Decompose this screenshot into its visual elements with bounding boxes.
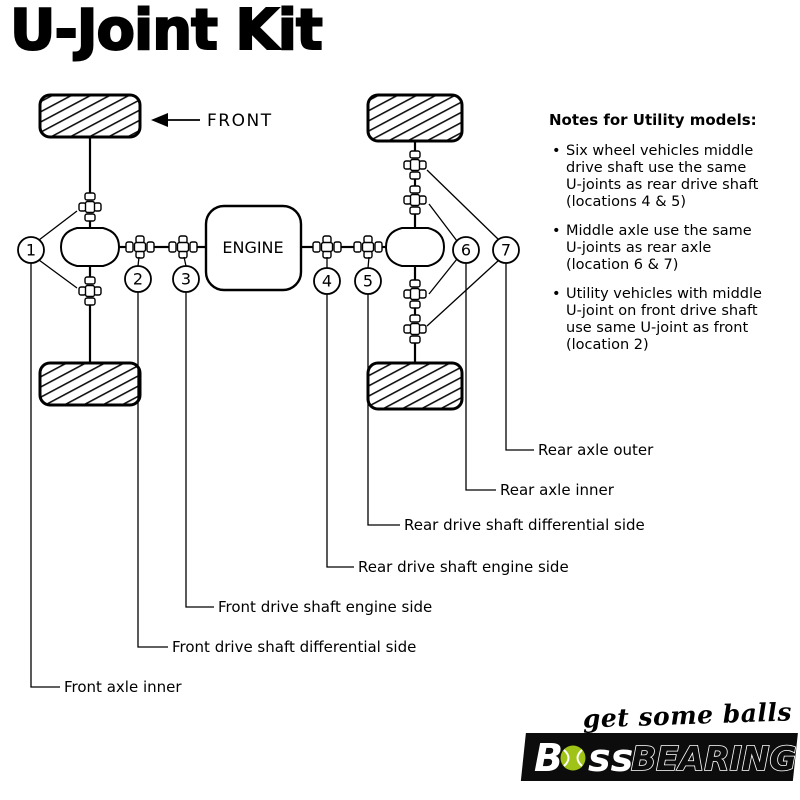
front-left-tire: [38, 93, 142, 139]
svg-text:1: 1: [26, 241, 36, 260]
callout-leader-lines: [30, 263, 534, 688]
engine-label: ENGINE: [222, 238, 283, 257]
rear-right-tire: [366, 361, 464, 411]
u-joint-front-axle-inner-top: [78, 192, 102, 222]
location-marker-5: 5: [354, 267, 382, 295]
front-arrow: [151, 113, 200, 127]
logo-tagline: get some balls: [582, 697, 793, 734]
u-joint-front-shaft-engine-side: [168, 235, 198, 259]
tennis-ball-icon: [560, 745, 586, 771]
bossbearing-logo: get some balls B ss BEARING: [518, 697, 800, 788]
logo-banner: B ss BEARING: [520, 733, 798, 781]
location-marker-4: 4: [313, 267, 341, 295]
location-marker-7: 7: [492, 236, 520, 264]
rear-left-tire: [366, 93, 464, 143]
front-arrowhead-icon: [151, 113, 168, 127]
location-marker-6: 6: [452, 236, 480, 264]
svg-text:5: 5: [363, 272, 373, 291]
logo-brand-b: B: [534, 736, 563, 780]
note-bullet-1: Six wheel vehicles middle drive shaft us…: [549, 143, 800, 211]
svg-text:4: 4: [322, 272, 332, 291]
callout-rear-axle-outer: Rear axle outer: [538, 441, 654, 459]
location-marker-3: 3: [172, 265, 200, 293]
callout-front-drive-shaft-differential-side: Front drive shaft differential side: [172, 638, 417, 656]
location-marker-2: 2: [124, 265, 152, 293]
logo-banner-background: [520, 733, 798, 781]
u-joint-rear-shaft-differential-side: [353, 235, 383, 259]
u-joint-rear-shaft-engine-side: [312, 235, 342, 259]
u-joint-rear-axle-inner-top: [403, 185, 427, 215]
front-label: FRONT: [207, 111, 273, 131]
u-joint-rear-axle-outer-top: [403, 150, 427, 180]
front-differential: [60, 227, 120, 267]
rear-differential: [385, 227, 445, 267]
shafts: [88, 137, 417, 363]
location-marker-1: 1: [17, 236, 45, 264]
callout-front-drive-shaft-engine-side: Front drive shaft engine side: [218, 598, 433, 616]
front-right-tire: [38, 361, 142, 407]
callout-front-axle-inner: Front axle inner: [64, 678, 182, 696]
engine-box: ENGINE: [204, 204, 303, 292]
svg-text:7: 7: [501, 241, 511, 260]
notes-panel: Notes for Utility models: Six wheel vehi…: [549, 112, 800, 366]
callout-rear-drive-shaft-differential-side: Rear drive shaft differential side: [404, 516, 645, 534]
note-bullet-2: Middle axle use the same U-joints as rea…: [549, 223, 800, 274]
svg-text:6: 6: [461, 241, 471, 260]
callout-rear-axle-inner: Rear axle inner: [500, 481, 614, 499]
u-joint-front-shaft-differential-side: [125, 235, 155, 259]
svg-text:3: 3: [181, 270, 191, 289]
callout-rear-drive-shaft-engine-side: Rear drive shaft engine side: [358, 558, 569, 576]
u-joint-rear-axle-inner-bottom: [403, 279, 427, 309]
u-joint-rear-axle-outer-bottom: [403, 314, 427, 344]
pointer-lines: [38, 169, 500, 327]
note-bullet-3: Utility vehicles with middle U-joint on …: [549, 286, 800, 354]
u-joint-front-axle-inner-bottom: [78, 276, 102, 306]
notes-header: Notes for Utility models:: [549, 111, 757, 129]
svg-text:2: 2: [133, 270, 143, 289]
logo-brand-bearing: BEARING: [631, 739, 797, 778]
logo-brand-ss: ss: [588, 736, 633, 780]
page-title: U-Joint Kit: [9, 0, 324, 64]
